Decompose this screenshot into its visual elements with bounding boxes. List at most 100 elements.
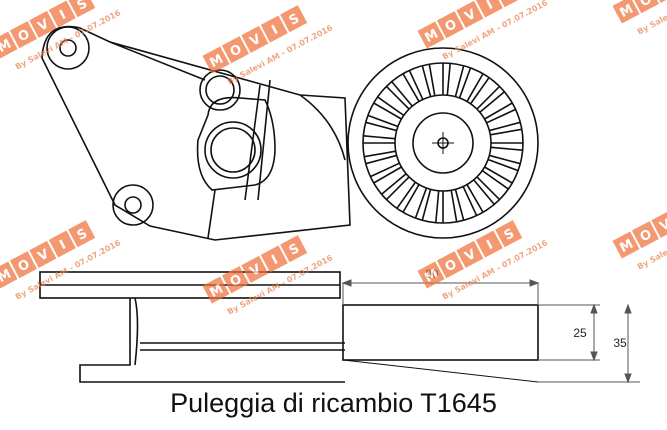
pulley-spoke [466,184,484,213]
pulley-spoke [462,186,478,216]
watermark-tile [612,0,640,24]
pulley-spoke [391,81,413,107]
watermark-tile [68,0,96,18]
pulley-spoke [421,189,432,221]
pulley-spoke [450,190,458,222]
watermark-tile [495,220,523,248]
pivot-hole [204,121,262,179]
mounting-hole-bottom [112,184,154,226]
watermark-tile [29,240,57,268]
watermark-tile [48,230,76,258]
pulley-spoke [428,64,436,96]
pulley-spokes [363,63,523,223]
pulley-spoke [385,176,410,201]
boss-small [199,69,241,111]
pulley-spoke [458,67,472,99]
watermark-letter: O [638,0,655,10]
watermark-tile [9,21,37,49]
pulley-spoke [476,85,501,110]
drawing-caption: Puleggia di ricambio T1645 [170,388,497,418]
pulley-hub-inner [412,112,474,174]
pulley-spoke [365,121,397,132]
watermark-tile [417,21,445,49]
watermark-tile [48,0,76,28]
watermark-tile [612,231,640,259]
watermark-letter: I [269,253,280,269]
watermark-tile [241,255,269,283]
pulley-spoke [381,173,407,195]
watermark-tile [456,0,484,28]
watermark-letter: M [617,237,635,256]
watermark-letter: S [502,0,517,4]
watermark-letter: I [484,0,495,13]
pulley-spoke [365,154,397,165]
watermark-letter: M [617,2,635,21]
watermark-tile [495,0,523,8]
watermark-letter: M [207,52,225,71]
pulley-spoke [367,114,399,128]
pulley-spoke [396,181,417,209]
pulley-spoke [484,166,513,184]
watermark-tile [651,210,667,238]
mounting-hole-top [46,26,90,70]
watermark-tile [280,235,308,263]
pulley-spoke [385,85,410,110]
watermark-tile [221,36,249,64]
pulley-spoke [476,176,501,201]
watermark-tile [202,46,230,74]
pulley-spoke [489,154,521,165]
pulley-spoke [454,65,465,97]
watermark-tile [456,240,484,268]
watermark-tile [475,230,503,258]
watermark-letter: I [57,8,68,24]
pulley-spoke [484,102,513,120]
pulley-spoke [469,77,490,105]
pulley-spoke [481,169,509,190]
pulley-spoke [373,166,402,184]
watermark-tile [260,15,288,43]
pulley-spoke [454,189,465,221]
pulley-spoke [402,184,420,213]
pulley-spoke [473,179,495,205]
pulley-spoke [363,135,396,140]
pivot-housing [196,96,276,191]
pulley-spoke [402,73,420,102]
watermark-tile [436,11,464,39]
watermark-tile [221,266,249,294]
pulley-spoke [414,187,428,219]
side-view [39,271,539,383]
pulley-side-body [342,304,539,361]
watermark-tile [260,245,288,273]
watermark-tile [241,25,269,53]
watermark-tile [417,261,445,289]
pulley-spoke [446,63,451,96]
watermark-letter: I [57,238,68,254]
watermark-tile [436,251,464,279]
pulley-spoke [373,102,402,120]
pulley-spoke [364,150,396,158]
pulley-spoke [487,158,519,172]
watermark-tile [9,251,37,279]
bracket-arm [41,25,351,241]
pulley-spoke [421,65,432,97]
watermark-tile [0,31,18,59]
pulley-rim-outer [347,47,539,239]
watermark-letter: M [207,282,225,301]
pulley-spoke [490,146,523,151]
watermark-letter: V [658,217,667,235]
tensioner-front-view [41,25,351,241]
pulley-spoke [377,96,405,117]
pulley-spoke [370,162,400,178]
dimension-lines [341,279,640,384]
pulley-front-view [347,47,539,239]
pulley-spoke [489,121,521,132]
watermark-letter: M [422,267,440,286]
watermark-tile [29,10,57,38]
pulley-spoke [466,73,484,102]
